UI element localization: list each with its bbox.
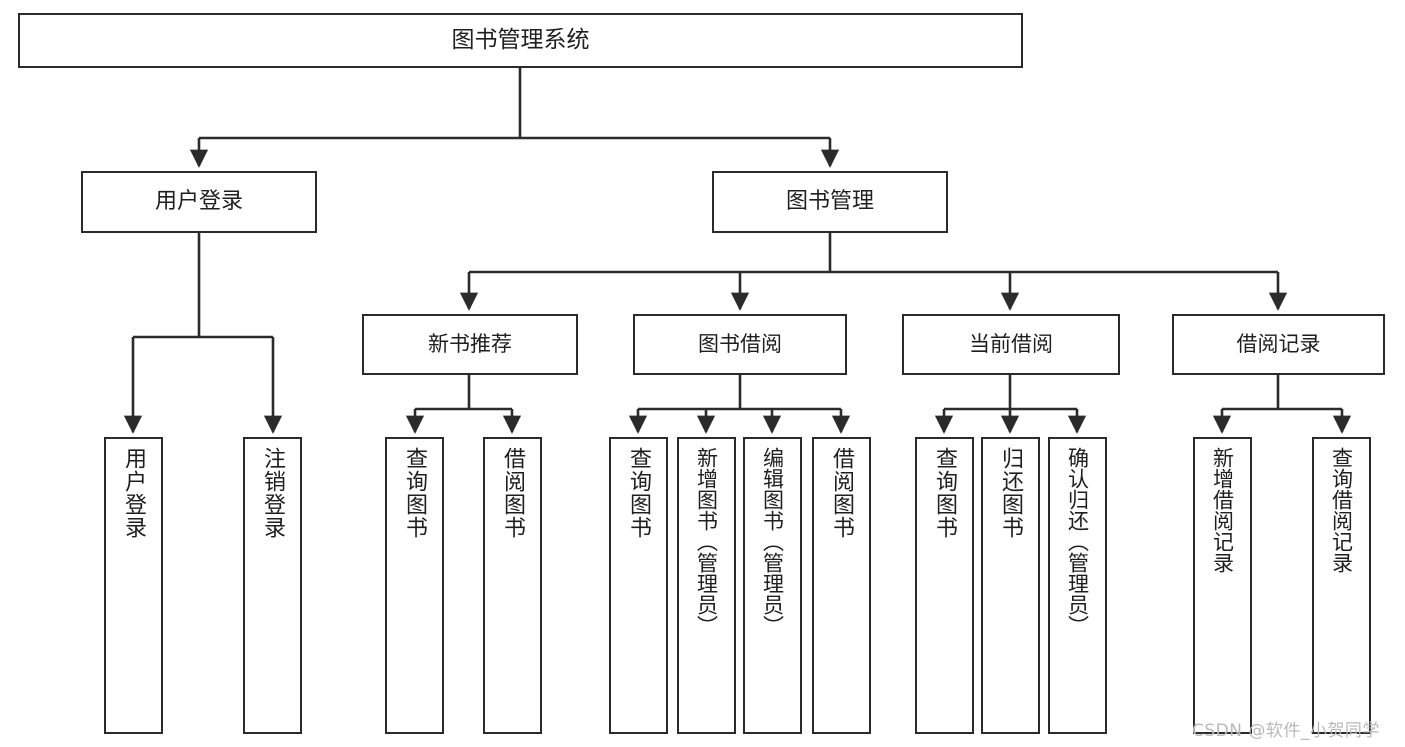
node-label: 图书管理 [785, 189, 874, 215]
node-label: 查询图书 [626, 447, 652, 539]
node-user-login[interactable]: 用户登录 [81, 171, 317, 233]
node-label: 新书推荐 [428, 332, 512, 357]
node-label: 图书管理系统 [451, 26, 590, 53]
node-label: 新增借阅记录 [1210, 447, 1235, 573]
leaf-query-book-borrow[interactable]: 查询图书 [609, 437, 668, 734]
node-label: 用户登录 [154, 189, 243, 215]
node-label: 编辑图书（管理员） [760, 447, 785, 636]
node-label: 归还图书 [998, 447, 1024, 539]
node-label: 借阅记录 [1236, 332, 1321, 357]
node-new-book-recommend[interactable]: 新书推荐 [362, 314, 578, 375]
node-root-system[interactable]: 图书管理系统 [18, 13, 1023, 68]
csdn-watermark: CSDN @软件_小贺同学 [1192, 721, 1380, 741]
leaf-user-logout[interactable]: 注销登录 [243, 437, 302, 734]
leaf-borrow-book-recommend[interactable]: 借阅图书 [483, 437, 542, 734]
leaf-edit-book-admin[interactable]: 编辑图书（管理员） [743, 437, 802, 734]
leaf-return-book[interactable]: 归还图书 [981, 437, 1040, 734]
node-label: 借阅图书 [500, 447, 526, 539]
node-borrow-record[interactable]: 借阅记录 [1172, 314, 1385, 375]
node-label: 用户登录 [121, 447, 147, 539]
node-label: 查询借阅记录 [1329, 447, 1354, 573]
node-label: 新增图书（管理员） [694, 447, 719, 636]
node-label: 借阅图书 [829, 447, 855, 539]
node-label: 当前借阅 [969, 332, 1053, 357]
leaf-query-book-current[interactable]: 查询图书 [915, 437, 974, 734]
leaf-confirm-return-admin[interactable]: 确认归还（管理员） [1048, 437, 1107, 734]
leaf-add-book-admin[interactable]: 新增图书（管理员） [677, 437, 736, 734]
node-label: 查询图书 [932, 447, 958, 539]
leaf-user-login[interactable]: 用户登录 [104, 437, 163, 734]
node-current-borrow[interactable]: 当前借阅 [902, 314, 1120, 375]
leaf-query-borrow-record[interactable]: 查询借阅记录 [1312, 437, 1371, 734]
node-label: 确认归还（管理员） [1065, 447, 1090, 636]
node-book-borrow[interactable]: 图书借阅 [633, 314, 847, 375]
leaf-query-book-recommend[interactable]: 查询图书 [385, 437, 444, 734]
node-book-management[interactable]: 图书管理 [712, 171, 948, 233]
node-label: 图书借阅 [698, 332, 782, 357]
node-label: 注销登录 [260, 447, 286, 539]
leaf-add-borrow-record[interactable]: 新增借阅记录 [1193, 437, 1252, 734]
leaf-borrow-book[interactable]: 借阅图书 [812, 437, 871, 734]
node-label: 查询图书 [402, 447, 428, 539]
